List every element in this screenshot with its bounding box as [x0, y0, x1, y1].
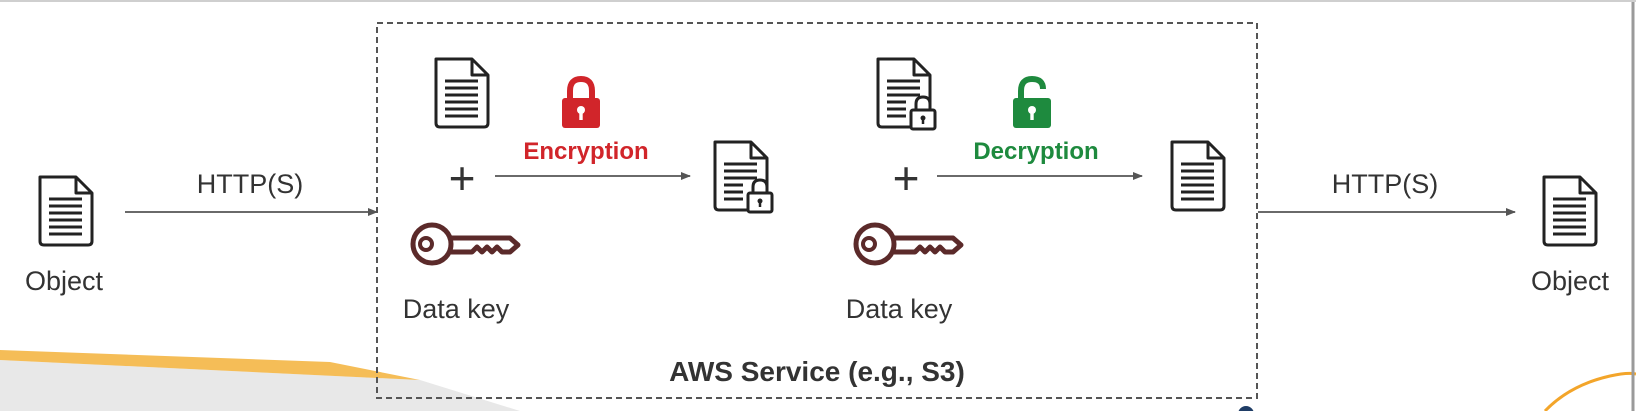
decrypted-document-icon	[1170, 140, 1226, 212]
aws-service-label: AWS Service (e.g., S3)	[669, 356, 965, 387]
plus-sign-2: +	[893, 152, 920, 204]
plaintext-document-icon	[434, 57, 490, 129]
encrypted-document-icon	[713, 140, 774, 214]
object-right-document-icon	[1542, 175, 1598, 247]
data-key-1-label: Data key	[403, 294, 510, 324]
data-key-2-key-icon	[856, 225, 961, 263]
object-left-label: Object	[25, 266, 104, 296]
object-left-document-icon	[38, 175, 94, 247]
plus-sign-1: +	[449, 152, 476, 204]
http-left-label: HTTP(S)	[197, 169, 303, 199]
lock-open-icon	[1013, 75, 1051, 128]
object-right-label: Object	[1531, 266, 1610, 296]
decryption-label: Decryption	[973, 138, 1098, 165]
http-right-label: HTTP(S)	[1332, 169, 1438, 199]
data-key-1-key-icon	[413, 225, 518, 263]
encryption-label: Encryption	[523, 138, 648, 165]
lock-closed-icon	[562, 75, 600, 128]
data-key-2-label: Data key	[846, 294, 953, 324]
encrypted-input-document-icon	[876, 57, 937, 131]
aws-service-boundary	[376, 22, 1258, 399]
